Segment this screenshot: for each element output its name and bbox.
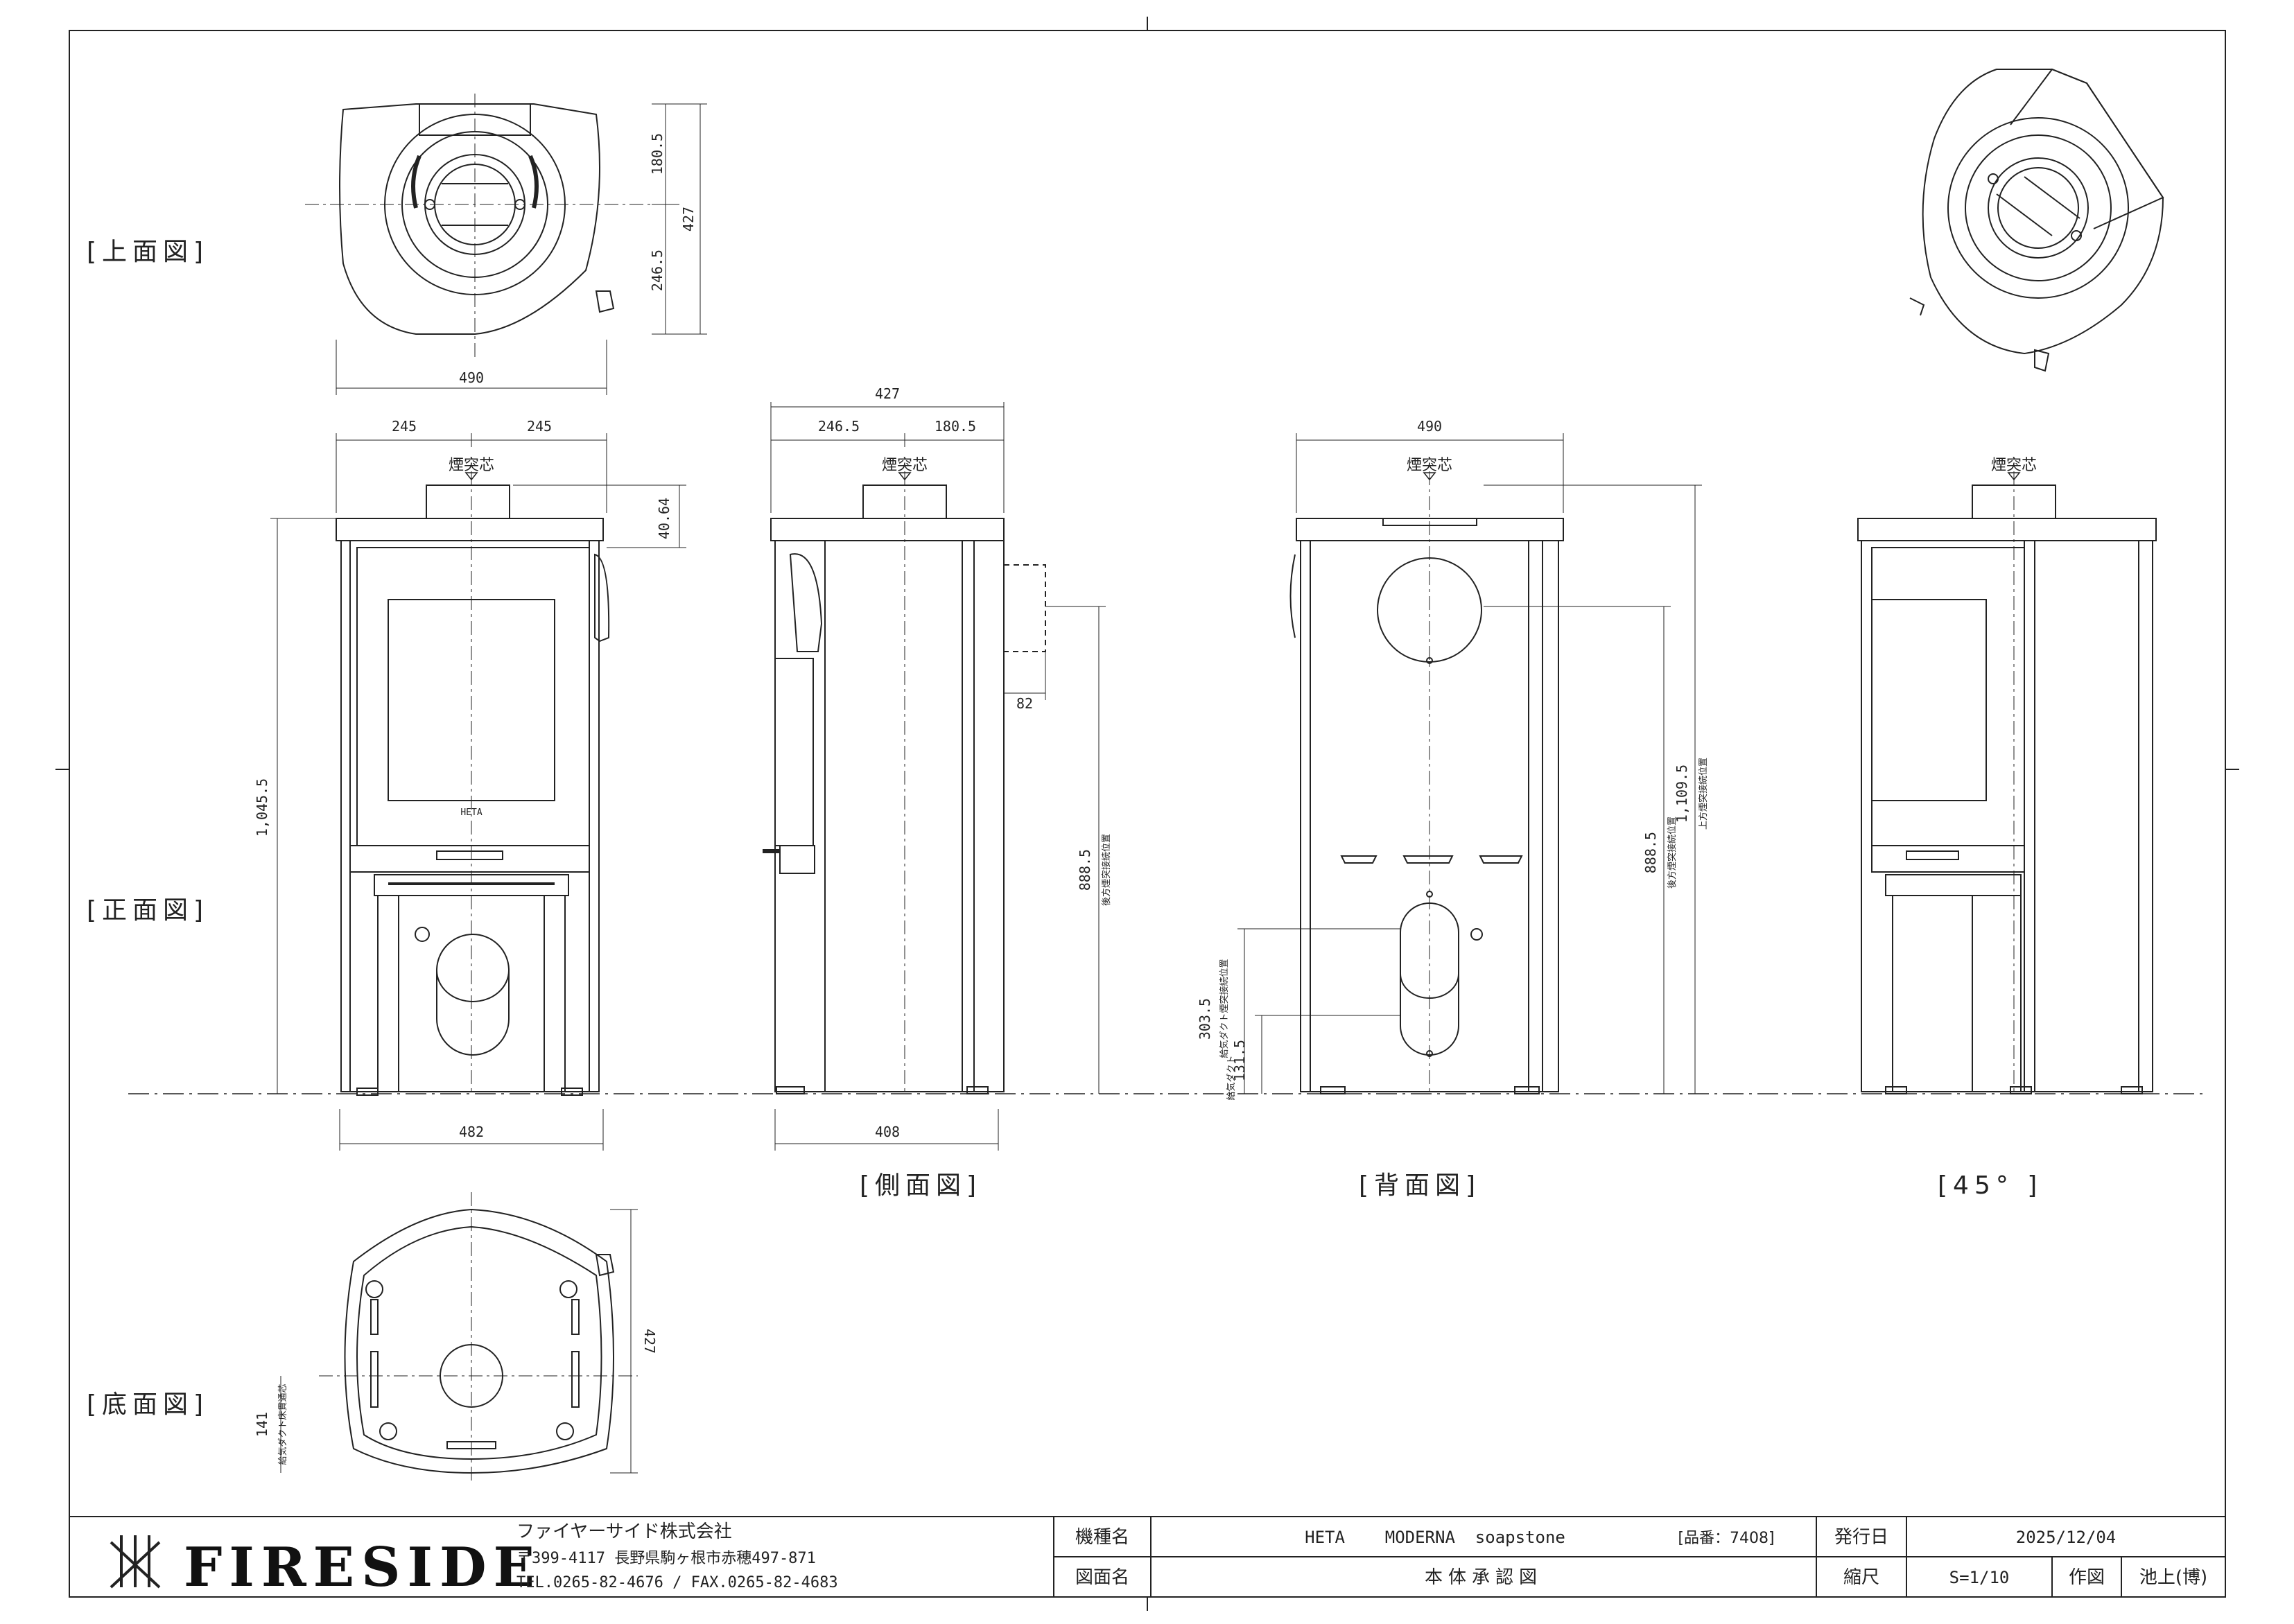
company-logo: FIRESIDE xyxy=(184,1536,541,1599)
dim-top-depth: 427 xyxy=(680,207,697,232)
angle-top-view xyxy=(1909,68,2164,372)
dim-side-rear-offset: 82 xyxy=(1016,695,1033,712)
label-back-view: [背面図] xyxy=(1359,1171,1481,1200)
label-angle-view: [45° ] xyxy=(1938,1171,2042,1200)
issue-label: 発行日 xyxy=(1834,1527,1888,1548)
drawing-label: 図面名 xyxy=(1075,1567,1129,1588)
dim-back-top-flue: 1,109.5 xyxy=(1674,765,1690,823)
scale-value: S=1/10 xyxy=(1949,1568,2010,1587)
dim-side-rear-flue: 888.5 xyxy=(1077,849,1093,891)
bottom-view xyxy=(280,1192,638,1483)
note-back-air-low: 給気ダクト xyxy=(1226,1055,1237,1100)
dim-back-air-low: 131.5 xyxy=(1231,1040,1248,1081)
dim-side-base: 408 xyxy=(875,1124,900,1140)
dim-side-rear: 246.5 xyxy=(818,418,860,435)
dim-back-rear-flue: 888.5 xyxy=(1642,832,1659,873)
heta-badge: HETA xyxy=(460,807,482,818)
note-bottom-offset: 給気ダクト床貫通芯 xyxy=(277,1383,288,1465)
dim-bottom-offset: 141 xyxy=(254,1412,270,1437)
drawing-value: 本体承認図 xyxy=(1425,1567,1543,1588)
note-back-rear-flue: 後方煙突接続位置 xyxy=(1667,817,1678,889)
drawn-label: 作図 xyxy=(2069,1567,2105,1588)
company-address: 〒399-4117 長野県駒ヶ根市赤穂497-871 xyxy=(516,1550,816,1567)
label-front-view: [正面図] xyxy=(87,896,209,925)
label-top-view: [上面図] xyxy=(87,238,209,266)
model-value: HETA MODERNA soapstone xyxy=(1305,1528,1565,1547)
dim-top-depth-front: 180.5 xyxy=(649,133,666,175)
company-contact: TEL.0265-82-4676 / FAX.0265-82-4683 xyxy=(516,1574,838,1591)
note-back-air-duct: 給気ダクト煙突接続位置 xyxy=(1219,959,1230,1058)
note-side-rear-flue: 後方煙突接続位置 xyxy=(1101,834,1112,906)
angle-view xyxy=(1857,471,2157,1095)
part-number: [品番：7408] xyxy=(1678,1530,1774,1547)
dim-front-half-right: 245 xyxy=(527,418,552,435)
issue-date: 2025/12/04 xyxy=(2016,1528,2117,1547)
top-view xyxy=(305,94,707,395)
flue-center-side: 煙突芯 xyxy=(882,457,928,474)
label-side-view: [側面図] xyxy=(860,1171,982,1200)
sheet-border xyxy=(69,30,2226,1598)
side-view xyxy=(763,402,1106,1151)
label-bottom-view: [底面図] xyxy=(87,1390,209,1419)
dim-bottom-depth: 427 xyxy=(641,1329,658,1354)
dim-front-height: 1,045.5 xyxy=(254,778,270,837)
company-name: ファイヤーサイド株式会社 xyxy=(516,1521,732,1542)
dim-front-collar: 40.64 xyxy=(656,498,672,539)
dim-front-base: 482 xyxy=(459,1124,484,1140)
title-block-frame xyxy=(69,1516,2225,1597)
dim-top-width: 490 xyxy=(459,369,484,386)
dim-front-half-left: 245 xyxy=(392,418,417,435)
back-view xyxy=(1237,433,1702,1095)
dim-side-depth: 427 xyxy=(875,385,900,402)
flue-center-angle: 煙突芯 xyxy=(1991,457,2037,474)
flue-center-back: 煙突芯 xyxy=(1407,457,1452,474)
dim-top-depth-rear: 246.5 xyxy=(649,250,666,291)
note-back-top-flue: 上方煙突接続位置 xyxy=(1698,758,1709,830)
front-view xyxy=(270,433,686,1151)
scale-label: 縮尺 xyxy=(1843,1567,1879,1588)
dim-side-front: 180.5 xyxy=(935,418,976,435)
model-label: 機種名 xyxy=(1075,1527,1129,1548)
flue-center-front: 煙突芯 xyxy=(449,457,494,474)
drawn-value: 池上(博) xyxy=(2139,1567,2207,1588)
dim-back-width: 490 xyxy=(1417,418,1442,435)
dim-back-air-duct: 303.5 xyxy=(1197,998,1213,1040)
